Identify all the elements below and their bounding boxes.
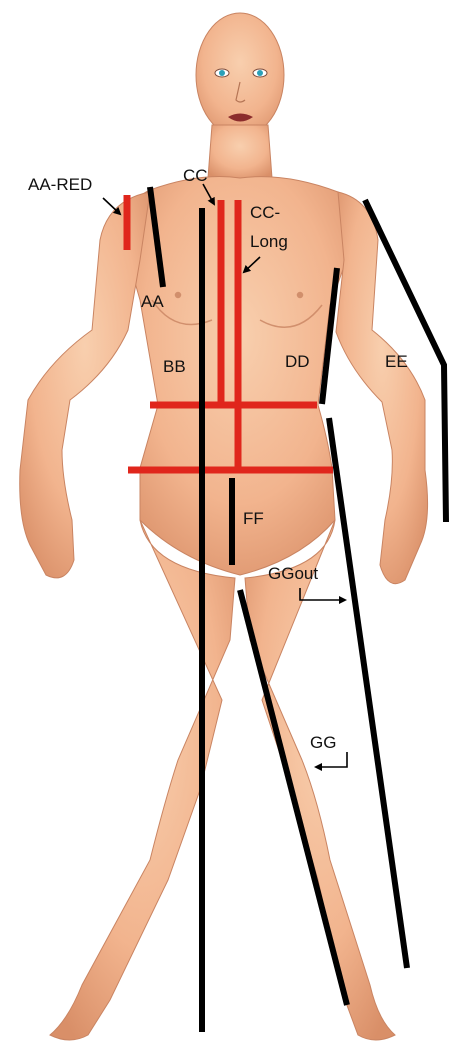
label-aa: AA — [141, 292, 164, 311]
right-leg — [245, 520, 395, 1040]
label-cc-long-1: CC- — [250, 203, 280, 222]
gg-line — [240, 590, 347, 1005]
left-iris — [219, 70, 225, 76]
right-iris — [257, 70, 263, 76]
label-dd: DD — [285, 352, 310, 371]
right-arm — [336, 192, 428, 584]
left-leg — [50, 520, 235, 1040]
human-figure — [20, 13, 428, 1040]
label-cc-long-2: Long — [250, 232, 288, 251]
label-aa-red: AA-RED — [28, 175, 92, 194]
label-bb: BB — [163, 357, 186, 376]
label-gg: GG — [310, 733, 336, 752]
neck — [208, 125, 272, 178]
label-cc: CC — [183, 166, 208, 185]
label-ff: FF — [243, 509, 264, 528]
aa-red-arrow — [103, 198, 120, 214]
label-ggout: GGout — [268, 564, 318, 583]
gg-arrow — [316, 752, 347, 767]
label-ee: EE — [385, 352, 408, 371]
